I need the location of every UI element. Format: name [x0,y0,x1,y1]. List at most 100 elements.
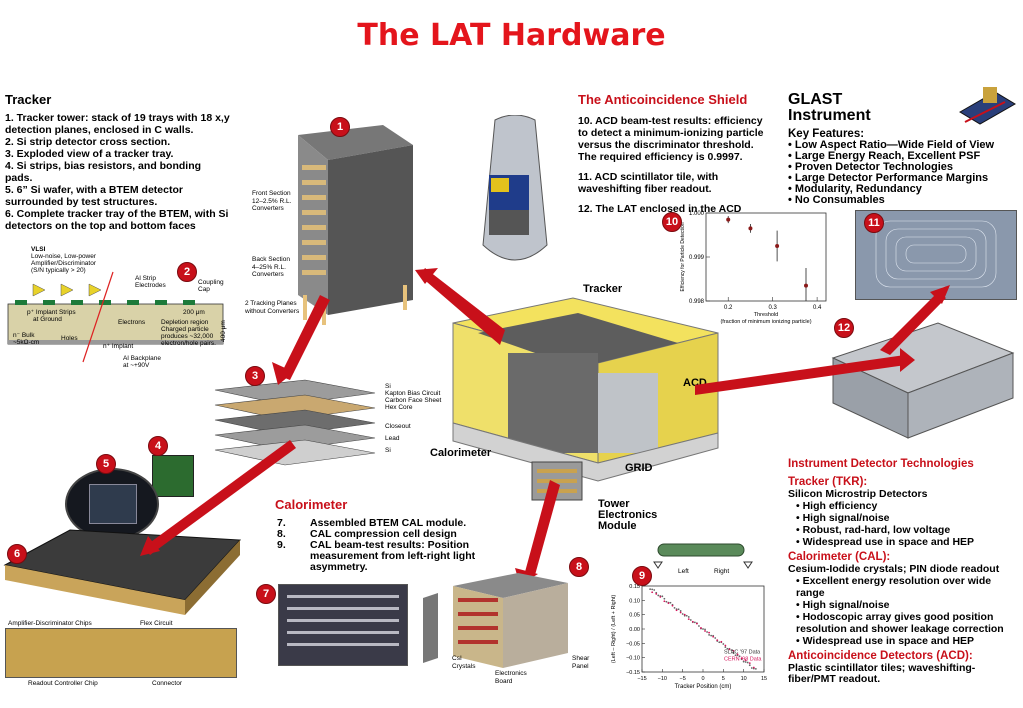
y-tick-label: 0.15 [629,584,640,590]
tkr-item: High signal/noise [796,512,1013,524]
tray6-label: Readout Controller Chip [28,680,98,687]
tracker-heading: Tracker [5,92,52,107]
cal-sub: Cesium-Iodide crystals; PIN diode readou… [788,562,1000,575]
central-label: ACD [683,377,707,389]
cal-item-text: Assembled BTEM CAL module. [310,517,467,529]
y-tick-label: 0.999 [689,255,705,261]
cs-label: n⁺ Implant [103,343,133,350]
cs-label: at Ground [33,316,62,323]
series-slac-point [677,608,680,611]
series-cern-point [663,600,666,603]
glast-heading-line2: Instrument [788,107,871,124]
glast-feature: Large Detector Performance Margins [788,173,994,184]
tracker-item: 3. Exploded view of a tracker tray. [5,148,174,160]
series-slac-point [687,616,690,618]
tray-layer-label: Si [385,447,391,454]
y-axis-label: Efficiency for Particle Detection [680,222,686,291]
series-cern-point [752,666,755,669]
series-slac-point [730,649,733,652]
series-slac-point [710,634,713,637]
series-slac-point [734,654,737,657]
tkr-item: Widespread use in space and HEP [796,536,1013,548]
x-tick-label: 0.4 [813,305,822,311]
cal-tech-item: Hodoscopic array gives good position res… [796,611,1013,635]
exploded-tray-image [214,379,376,466]
x-axis-label: (fraction of minimum ionizing particle) [720,319,811,325]
acd-item: 11. ACD scintillator tile, with waveshif… [578,171,719,195]
light-asymmetry-diagram: Left Right [653,543,753,575]
series-slac-point [724,646,727,649]
legend-cern: CERN '98 Data [724,657,762,663]
glast-feature: Low Aspect Ratio—Wide Field of View [788,140,994,151]
glast-satellite-icon [959,87,1016,125]
cs-label: Holes [61,335,78,342]
cs-label: VLSI [31,246,46,253]
acd-cutaway-image [482,115,548,261]
series-cern-point [744,659,747,662]
series-cern-point [716,639,719,642]
series-cern-point [740,657,743,660]
series-cern-point [696,622,698,625]
series-cern-point [655,593,658,595]
tray6-label: Connector [152,680,182,687]
series-slac-point [665,600,668,603]
cal-tech-item: Widespread use in space and HEP [796,635,1013,647]
glast-feature: No Consumables [788,195,994,206]
y-tick-label: 0.10 [629,598,640,604]
central-label: Electronics [598,509,658,521]
calorimeter-list: 7.Assembled BTEM CAL module. 8.CAL compr… [277,518,512,573]
cal-item-text: CAL beam-test results: Position measurem… [310,539,476,573]
tech-heading: Instrument Detector Technologies [788,458,974,470]
series-cern-point [720,640,723,643]
cs-label: Low-noise, Low-power [31,253,97,260]
y-tick-label: −0.15 [626,670,640,676]
central-label: Module [598,520,637,532]
series-slac-point [708,633,710,636]
acd-tech-title: Anticoincidence Detectors (ACD): [788,650,973,662]
series-slac-point [746,661,749,664]
series-slac-point [706,631,708,633]
cs-label: Depletion region [161,319,209,326]
tray-layer-label: Si [385,383,391,390]
cal-cell-label: Electronics Board [495,670,527,685]
glast-features-list: Low Aspect Ratio—Wide Field of View Larg… [788,140,994,206]
tracker-item: 2. Si strip detector cross section. [5,136,171,148]
series-slac-point [661,595,664,598]
badge-3: 3 [245,366,265,386]
cal-item: 7.Assembled BTEM CAL module. [277,518,512,529]
x-tick-label: −15 [637,676,646,682]
badge-9: 9 [632,566,652,586]
series-cern-point [675,609,678,612]
series-slac-point [738,655,741,658]
y-tick-label: 1.000 [689,211,705,217]
acd-heading: The Anticoincidence Shield [578,92,748,107]
cs-label: n⁻ Bulk [13,332,35,339]
cal-item-num: 9. [277,539,286,551]
badge-1: 1 [330,117,350,137]
acd-list: 10. ACD beam-test results: efficiency to… [578,115,768,215]
tower-front-label: Front Section 12–2.5% R.L. Converters [252,190,292,212]
data-point [775,244,780,248]
tracker-item: 5. 6” Si wafer, with a BTEM detector sur… [5,184,183,208]
cal-crystal-grid [287,595,399,646]
central-label: Calorimeter [430,447,492,459]
series-cern-point [687,618,690,621]
cs-label: ~5kΩ-cm [13,339,39,346]
cal-cell-label: Shear Panel [572,655,590,670]
x-tick-label: 0.3 [768,305,777,311]
series-slac-point [698,625,700,627]
page-title: The LAT Hardware [357,18,666,53]
cs-label: Cap [198,286,210,293]
x-tick-label: 5 [722,676,725,682]
series-slac-point [679,609,682,612]
central-label: Tower [598,498,630,510]
tkr-list: High efficiency High signal/noise Robust… [788,500,1013,548]
lat-cutaway-image [452,297,719,482]
cal-item-text: CAL compression cell design [310,528,457,540]
glast-features-title: Key Features: [788,128,865,140]
x-axis-label: Threshold [754,312,778,318]
series-slac-point [704,628,706,631]
diagram-left-label: Left [678,568,689,575]
